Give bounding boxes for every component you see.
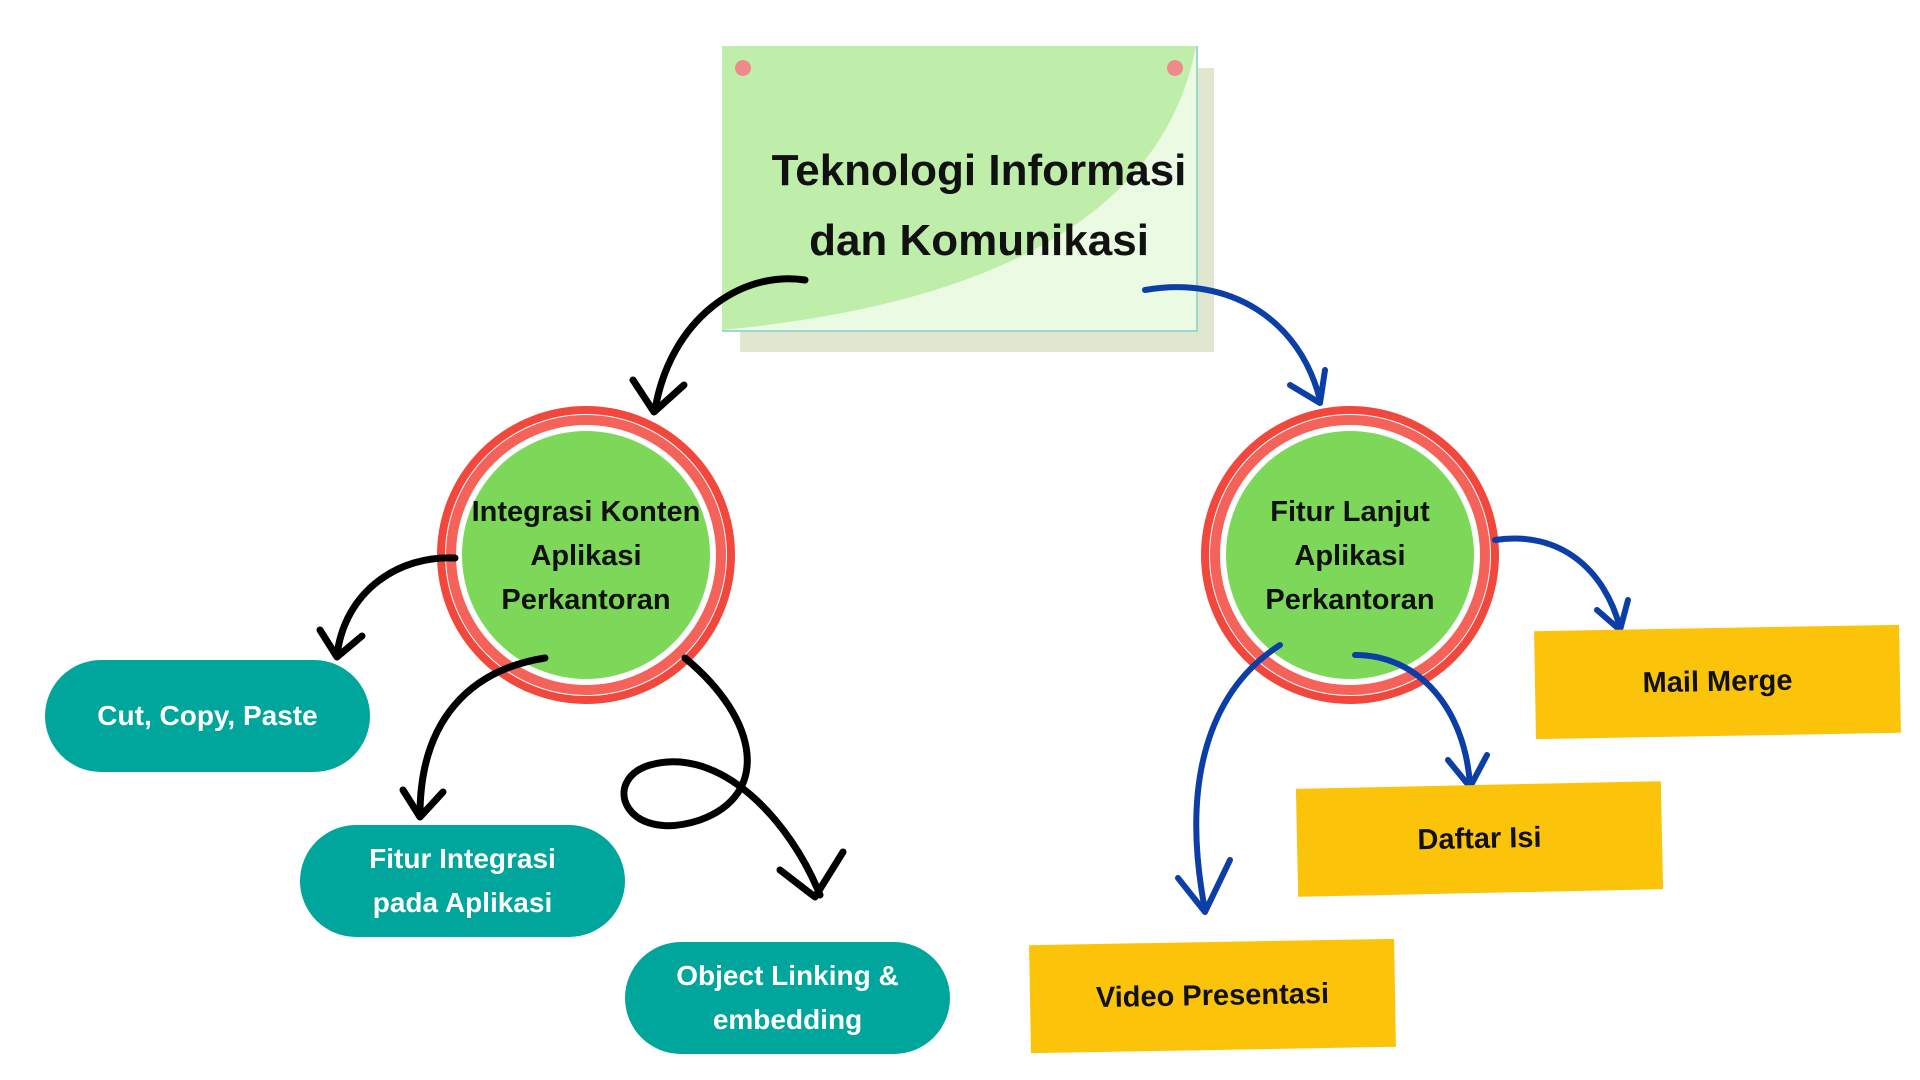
node-label: Object Linking & embedding <box>676 960 899 1035</box>
arrow-fitur-lanjut-to-video <box>1193 642 1283 913</box>
node-label: Fitur Integrasi pada Aplikasi <box>369 843 556 918</box>
arrow-integrasi-to-ole-head <box>776 848 847 901</box>
arrow-integrasi-to-cut <box>333 554 459 659</box>
node-cut-copy-paste: Cut, Copy, Paste <box>45 660 370 772</box>
node-daftar-isi: Daftar Isi <box>1295 781 1664 897</box>
branch-title-fitur-lanjut: Fitur Lanjut Aplikasi Perkantoran <box>1265 496 1435 616</box>
arrow-main-to-integrasi-head <box>629 376 688 416</box>
node-video-presentasi: Video Presentasi <box>1029 938 1396 1054</box>
branch-circle-fitur-lanjut <box>1201 406 1499 704</box>
branch-title-integrasi: Integrasi Konten Aplikasi Perkantoran <box>471 496 701 616</box>
arrow-integrasi-to-cut-head <box>316 626 366 661</box>
arrow-fitur-lanjut-to-daftarisi <box>1352 652 1473 788</box>
pin-icon <box>735 60 751 76</box>
arrow-integrasi-to-ole <box>620 654 824 899</box>
arrow-fitur-lanjut-to-mailmerge <box>1492 535 1623 631</box>
node-object-linking: Object Linking & embedding <box>625 942 950 1054</box>
node-fitur-integrasi: Fitur Integrasi pada Aplikasi <box>300 825 625 937</box>
note-fold-shape <box>722 46 1196 330</box>
main-topic-title: Teknologi Informasi dan Komunikasi <box>771 146 1187 265</box>
arrow-main-to-integrasi <box>651 275 809 414</box>
arrow-main-to-fitur-lanjut <box>1142 284 1323 403</box>
main-topic-note: Teknologi Informasi dan Komunikasi <box>722 46 1198 332</box>
arrow-main-to-fitur-lanjut-head <box>1287 367 1328 406</box>
node-label: Cut, Copy, Paste <box>97 700 318 731</box>
arrow-integrasi-to-fitur-head <box>399 786 447 821</box>
node-label: Daftar Isi <box>1417 821 1542 856</box>
node-mail-merge: Mail Merge <box>1534 624 1901 740</box>
arrow-integrasi-to-fitur <box>416 654 549 819</box>
arrow-fitur-lanjut-to-video-head <box>1175 857 1233 915</box>
node-label: Video Presentasi <box>1095 977 1330 1014</box>
node-label: Mail Merge <box>1642 664 1793 699</box>
pin-icon <box>1167 60 1183 76</box>
